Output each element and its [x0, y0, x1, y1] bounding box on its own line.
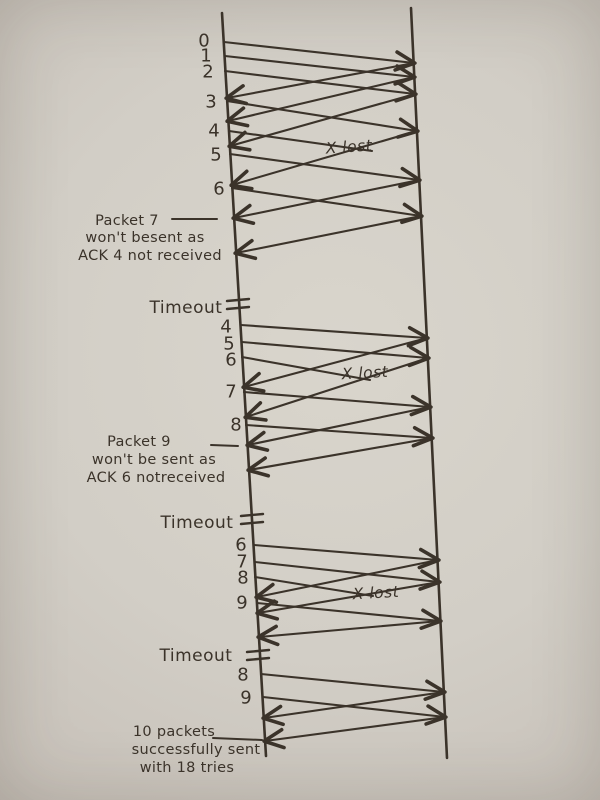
timeout-label: Timeout: [149, 298, 223, 318]
packet-number-label: 8: [230, 415, 241, 436]
ack-arrow: [255, 580, 441, 621]
note-line: with 18 tries: [140, 760, 234, 776]
timeout-label: Timeout: [159, 646, 233, 666]
lost-annotation: X lost: [340, 363, 389, 383]
ack-arrow: [224, 61, 416, 106]
packet-number-label: 9: [240, 688, 251, 709]
packet-number-label: 3: [205, 92, 216, 113]
packet-number-label: 5: [223, 334, 234, 355]
ack-arrow: [241, 336, 429, 393]
packet-arrow: [239, 323, 430, 348]
ack-arrow: [225, 75, 416, 128]
ack-arrow: [233, 214, 423, 261]
packet-arrow: [255, 601, 443, 630]
note-line: ACK 6 notreceived: [87, 470, 226, 486]
timeout-tick-mark: [239, 520, 265, 526]
lost-packet-line: [240, 355, 372, 382]
packet-number-label: 9: [236, 593, 247, 614]
packet-number-label: 0: [198, 31, 209, 52]
timeout-tick-mark: [225, 297, 251, 303]
packet-arrow: [242, 390, 433, 417]
note-line: ACK 4 not received: [78, 248, 222, 264]
packet-arrow: [240, 340, 431, 368]
packet-arrow: [228, 152, 422, 189]
ack-arrow: [245, 405, 432, 452]
ack-arrow: [262, 715, 447, 750]
packet-arrow: [225, 99, 420, 139]
timeout-tick-mark: [245, 648, 271, 654]
note-line: won't besent as: [85, 230, 204, 246]
packet-arrow: [222, 40, 417, 72]
timeout-label: Timeout: [160, 513, 234, 533]
note-line: won't be sent as: [92, 452, 216, 468]
packet-number-label: 4: [208, 121, 219, 142]
packet-number-label: 7: [236, 552, 247, 573]
packet-number-label: 6: [225, 350, 236, 371]
packet-number-label: 1: [200, 46, 211, 67]
ack-arrow: [256, 619, 442, 647]
packet-arrow: [261, 695, 448, 726]
packet-number-label: 2: [202, 62, 213, 83]
note-pointer-dash: [210, 444, 239, 447]
timeout-tick-mark: [239, 512, 265, 518]
packet-arrow: [253, 560, 442, 591]
receiver-timeline: [409, 6, 449, 760]
packet-arrow: [244, 423, 435, 448]
packet-number-label: 4: [220, 317, 231, 338]
timeout-tick-mark: [245, 656, 271, 662]
ack-arrow: [229, 129, 419, 191]
ack-arrow: [243, 356, 430, 422]
ack-arrow: [246, 436, 434, 478]
lost-annotation: X lost: [324, 136, 373, 157]
packet-number-label: 6: [235, 535, 246, 556]
lost-annotation: X lost: [351, 583, 400, 603]
note-line: successfully sent: [132, 742, 261, 758]
timeout-tick-mark: [225, 305, 251, 311]
note-pointer-dash: [212, 737, 263, 741]
packet-arrow: [252, 543, 441, 570]
packet-number-label: 5: [210, 145, 221, 166]
packet-arrow: [223, 54, 417, 86]
ack-arrow: [254, 558, 440, 605]
packet-arrow: [223, 69, 418, 103]
packet-arrow: [230, 186, 424, 225]
packet-arrow: [259, 672, 447, 701]
ack-arrow: [231, 178, 421, 225]
packet-number-label: 7: [225, 382, 236, 403]
note-line: Packet 7: [95, 213, 159, 229]
packet-number-label: 8: [237, 665, 248, 686]
packet-number-label: 8: [237, 568, 248, 589]
packet-number-label: 6: [213, 179, 224, 200]
lost-packet-line: [227, 129, 374, 153]
ack-arrow: [227, 92, 417, 152]
note-line: Packet 9: [107, 434, 171, 450]
lost-packet-line: [253, 575, 375, 598]
note-line: 10 packets: [133, 724, 215, 740]
ack-arrow: [261, 690, 446, 727]
